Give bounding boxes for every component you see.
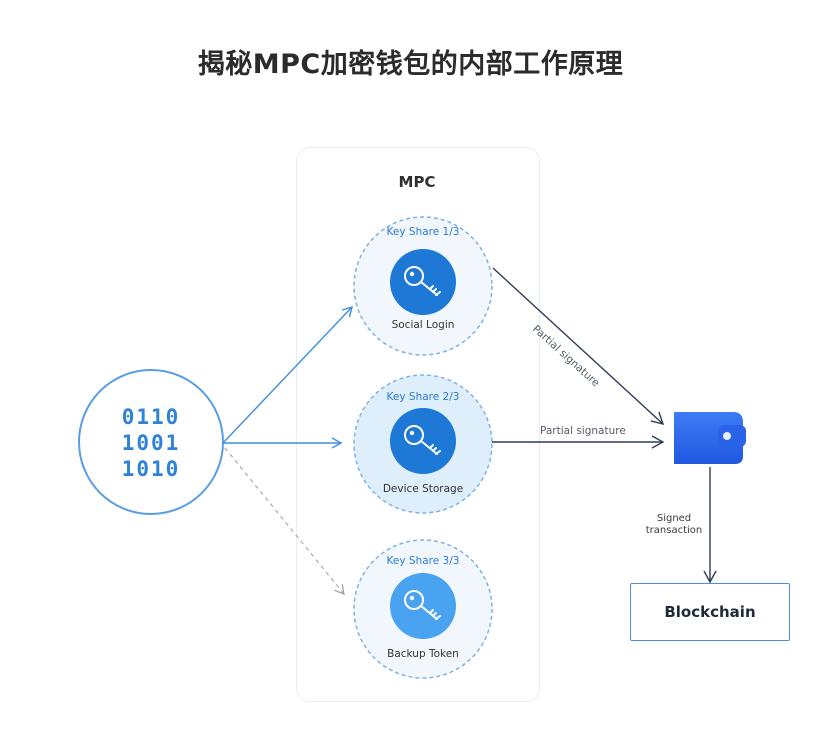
- share-2-title: Key Share 2/3: [386, 391, 460, 403]
- share-2-caption: Device Storage: [382, 483, 464, 495]
- binary-line: 1010: [121, 457, 181, 481]
- share-3-caption: Backup Token: [387, 648, 459, 660]
- wallet-icon: [674, 412, 746, 464]
- arrow-to-share-1: [222, 305, 353, 444]
- arrow-to-share-3-dashed: [224, 447, 345, 595]
- key-icon: [390, 249, 456, 315]
- share-1-title: Key Share 1/3: [386, 226, 460, 238]
- key-icon: [390, 408, 456, 474]
- partial-signature-label-2: Partial signature: [540, 425, 626, 437]
- page-title: 揭秘MPC加密钱包的内部工作原理: [197, 49, 624, 80]
- arrow-partial-signature-1: [492, 267, 665, 425]
- key-icon: [390, 573, 456, 639]
- binary-line: 0110: [121, 405, 181, 429]
- mpc-label: MPC: [398, 173, 436, 191]
- binary-line: 1001: [121, 431, 181, 455]
- blockchain-box: Blockchain: [630, 583, 790, 641]
- secret-binary: 0110 1001 1010: [100, 404, 202, 482]
- signed-transaction-label: Signed transaction: [645, 513, 703, 536]
- blockchain-label: Blockchain: [664, 603, 756, 621]
- share-3-title: Key Share 3/3: [386, 555, 460, 567]
- share-1-caption: Social Login: [391, 319, 455, 331]
